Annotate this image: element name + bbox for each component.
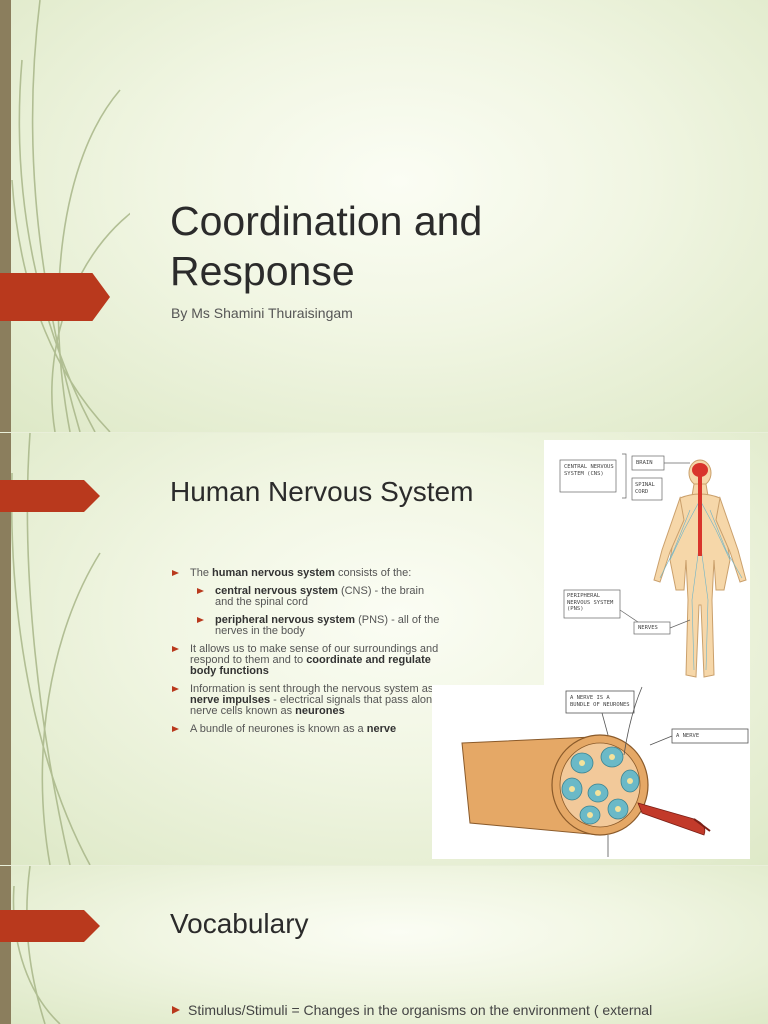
nerve-bundle-figure: A nerve is a bundle of neurones A nerve: [432, 685, 750, 859]
label-nerve-bundle: A nerve is a bundle of neurones: [570, 695, 630, 708]
label-spinal-cord: Spinal cord: [635, 482, 655, 495]
label-nerves: Nerves: [638, 625, 658, 631]
label-pns: Peripheral nervous system (PNS): [567, 593, 614, 612]
slide-left-bar: [0, 866, 11, 1024]
slide-left-bar: [0, 433, 11, 865]
slide-title: Vocabulary: [170, 908, 309, 939]
decorative-swoosh: [11, 0, 130, 432]
slide-title: Human Nervous System: [170, 476, 474, 507]
nervous-system-figure: Central nervous system (CNS) Brain Spina…: [544, 440, 750, 685]
nerve-cross-section-illustration: [461, 686, 749, 857]
bullet-item: It allows us to make sense of our surrou…: [172, 644, 442, 677]
label-brain: Brain: [636, 460, 653, 466]
presentation-title: Coordination and Response: [170, 198, 483, 294]
vocabulary-item: Stimulus/Stimuli = Changes in the organi…: [172, 1002, 768, 1018]
human-body-illustration: [559, 453, 747, 678]
slide-title: Coordination and Response By Ms Shamini …: [0, 0, 768, 432]
slide-tag: [0, 480, 100, 512]
sub-bullet-item: peripheral nervous system (PNS) - all of…: [172, 615, 442, 637]
decorative-swoosh: [12, 866, 61, 1024]
slide-nervous-system: Human Nervous System The human nervous s…: [0, 433, 768, 865]
bullet-item: Information is sent through the nervous …: [172, 684, 442, 717]
slide-vocabulary: Vocabulary Stimulus/Stimuli = Changes in…: [0, 866, 768, 1024]
slide-left-bar: [0, 0, 11, 432]
label-cns: Central nervous system (CNS): [564, 464, 614, 477]
bullet-item: A bundle of neurones is known as a nerve: [172, 724, 442, 735]
sub-bullet-item: central nervous system (CNS) - the brain…: [172, 586, 442, 608]
bullet-list: The human nervous system consists of the…: [172, 568, 442, 742]
presentation-subtitle: By Ms Shamini Thuraisingam: [171, 305, 353, 321]
slide-tag: [0, 910, 100, 942]
bullet-item: The human nervous system consists of the…: [172, 568, 442, 579]
slide-tag: [0, 273, 110, 321]
label-a-nerve: A nerve: [676, 733, 700, 739]
